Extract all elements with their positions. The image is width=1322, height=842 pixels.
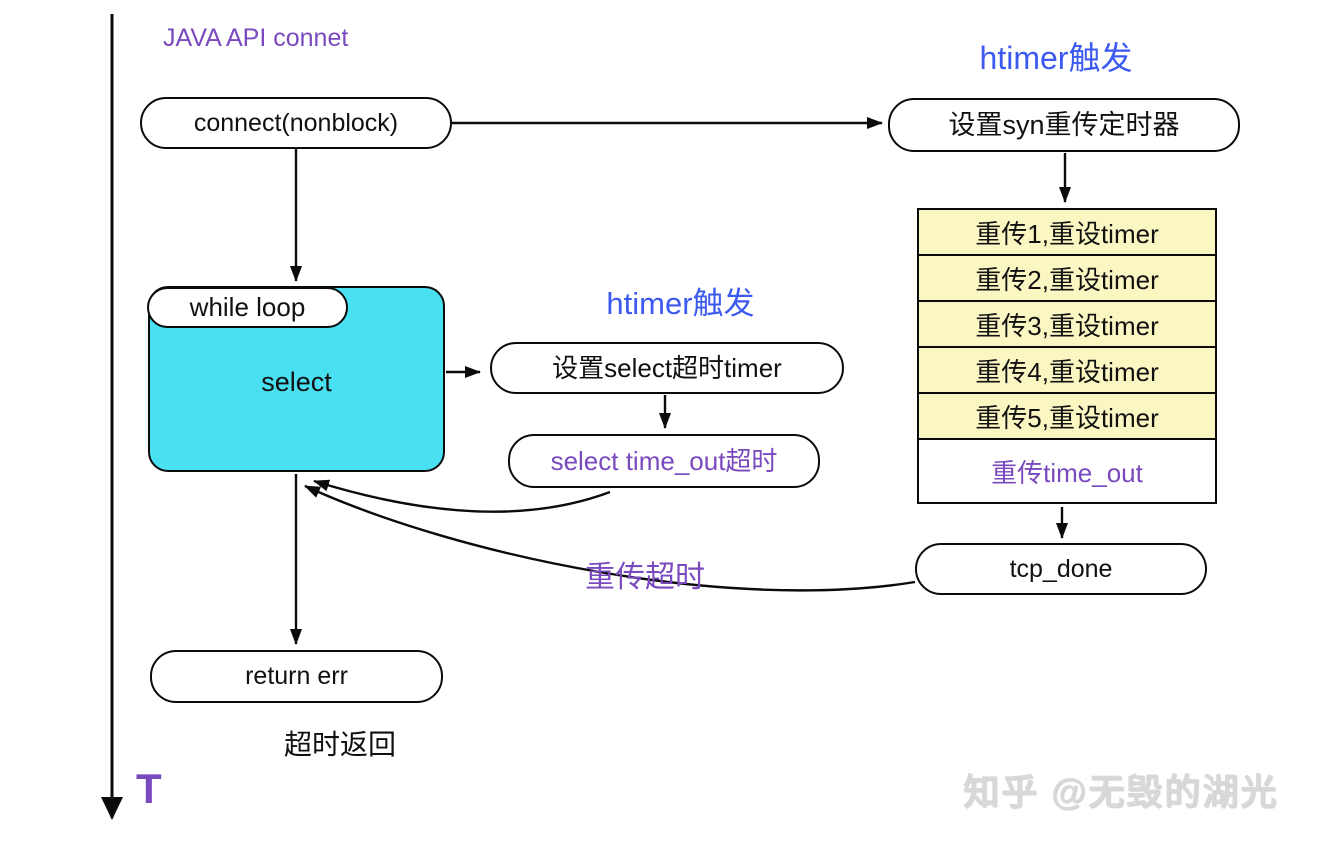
- node-select-timeout: select time_out超时: [508, 434, 820, 488]
- retrans-row-1: 重传1,重设timer: [919, 210, 1215, 256]
- retrans-row-4: 重传4,重设timer: [919, 348, 1215, 394]
- diagram-title: JAVA API connet: [163, 24, 349, 52]
- retrans-row-5: 重传5,重设timer: [919, 394, 1215, 440]
- node-set-select-timeout-timer: 设置select超时timer: [490, 342, 844, 394]
- select-label: select: [261, 367, 332, 397]
- node-tcp-done: tcp_done: [915, 543, 1207, 595]
- node-return-err: return err: [150, 650, 443, 703]
- retrans-timeout-annotation: 重传超时: [585, 561, 705, 594]
- time-axis-label: T: [136, 765, 162, 812]
- arrow-select-timeout-back-to-select: [313, 479, 611, 513]
- htimer-trigger-label-middle: htimer触发: [606, 286, 755, 321]
- retransmission-table: 重传1,重设timer 重传2,重设timer 重传3,重设timer 重传4,…: [917, 208, 1217, 504]
- htimer-trigger-label-top: htimer触发: [979, 40, 1133, 76]
- timeout-return-annotation: 超时返回: [284, 729, 397, 760]
- zhihu-watermark: 知乎 @无毁的湖光: [963, 771, 1279, 812]
- retrans-row-3: 重传3,重设timer: [919, 302, 1215, 348]
- retrans-timeout-row: 重传time_out: [919, 440, 1215, 502]
- retrans-row-2: 重传2,重设timer: [919, 256, 1215, 302]
- while-loop-pill: while loop: [147, 287, 348, 328]
- node-set-syn-retrans-timer: 设置syn重传定时器: [888, 98, 1240, 152]
- node-connect-nonblock: connect(nonblock): [140, 97, 452, 149]
- arrow-tcp-done-back-to-select: [304, 484, 916, 592]
